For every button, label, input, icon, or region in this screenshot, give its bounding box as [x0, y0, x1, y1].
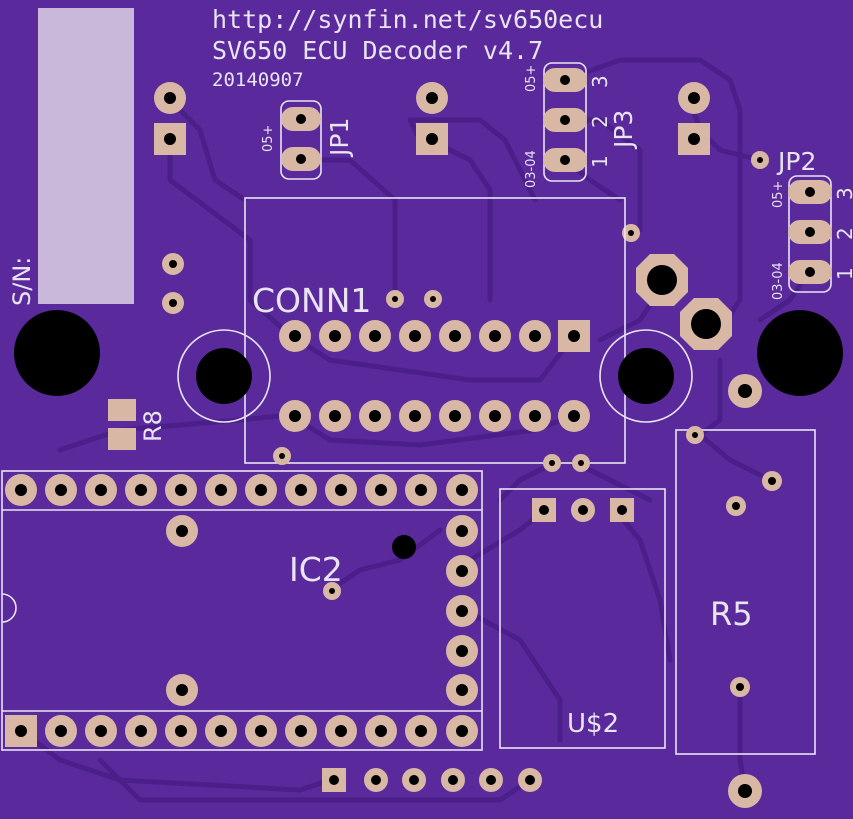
us2-label: U$2	[567, 709, 619, 739]
jp1-label: JP1	[325, 118, 354, 158]
ic2-chip: IC2	[1, 470, 483, 751]
jp3-label: JP3	[609, 110, 638, 150]
jp2-pin2: 2	[833, 227, 853, 240]
jp2-mark-bottom: 03-04	[771, 262, 786, 300]
jp3-pin1: 1	[588, 155, 612, 168]
r5-label: R5	[710, 595, 753, 633]
conn1-top-row	[279, 320, 590, 352]
mounting-hole-right	[757, 310, 843, 396]
board-date: 20140907	[212, 69, 304, 91]
jp3-pin3: 3	[588, 75, 612, 88]
conn1-connector: CONN1	[177, 197, 693, 472]
board-title: SV650 ECU Decoder v4.7	[212, 36, 543, 65]
jp2-mark-top: 05+	[771, 181, 786, 208]
ic2-top-row	[5, 474, 478, 506]
conn1-label: CONN1	[252, 281, 371, 320]
copper-traces	[17, 57, 813, 803]
serial-number-pad	[38, 8, 134, 304]
bottom-header	[322, 768, 542, 792]
top-pads	[154, 82, 769, 314]
r8-resistor: R8	[108, 399, 167, 450]
ic2-bottom-row	[5, 715, 478, 747]
jp3-mark-bottom: 03-04	[524, 150, 539, 188]
jp3-jumper: 3 2 1 JP3 05+ 03-04	[524, 62, 638, 188]
jp2-pin3: 3	[833, 187, 853, 200]
power-pads	[636, 254, 762, 808]
r5-potentiometer: R5	[675, 426, 816, 755]
mounting-hole-left	[14, 310, 100, 396]
jp1-jumper: JP1 05+	[261, 100, 354, 180]
jp3-mark-top: 05+	[524, 65, 539, 92]
serial-label: S/N:	[8, 257, 36, 306]
conn1-bottom-row	[279, 400, 590, 432]
r8-label: R8	[139, 410, 167, 442]
board-url: http://synfin.net/sv650ecu	[212, 5, 603, 34]
us2-module: U$2	[499, 488, 666, 749]
ic2-right-column	[446, 515, 478, 706]
jp2-label: JP2	[776, 147, 816, 176]
jp3-pin2: 2	[588, 115, 612, 128]
jp2-jumper: JP2 3 2 1 05+ 03-04	[771, 147, 853, 300]
jp2-pin1: 1	[833, 267, 853, 280]
jp1-mark: 05+	[261, 125, 276, 152]
